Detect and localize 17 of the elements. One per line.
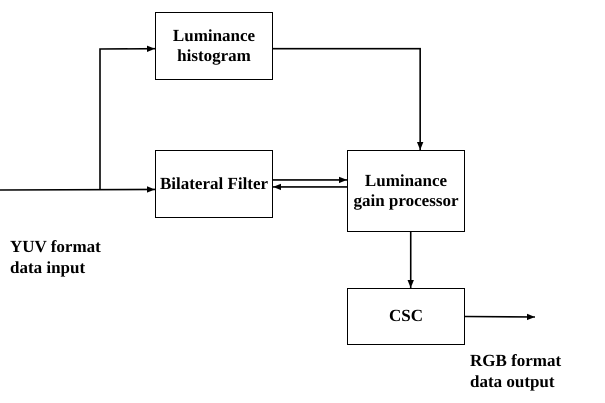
arrow (273, 48, 424, 150)
arrow (408, 232, 414, 288)
arrow (0, 186, 155, 193)
process-box (347, 150, 465, 232)
process-box (347, 288, 465, 345)
box-label: CSC (388, 306, 423, 327)
io-label: RGB format data output (470, 350, 562, 392)
arrow (273, 184, 347, 190)
arrow (273, 176, 347, 184)
box-label: Luminance histogram (172, 26, 256, 66)
box-label: Bilateral Filter (160, 174, 268, 194)
process-box (155, 150, 273, 218)
box-label: Luminance gain processor (352, 170, 460, 212)
process-box (155, 12, 273, 80)
arrow (99, 46, 155, 190)
arrow (465, 314, 535, 320)
io-label: YUV format data input (10, 236, 102, 278)
